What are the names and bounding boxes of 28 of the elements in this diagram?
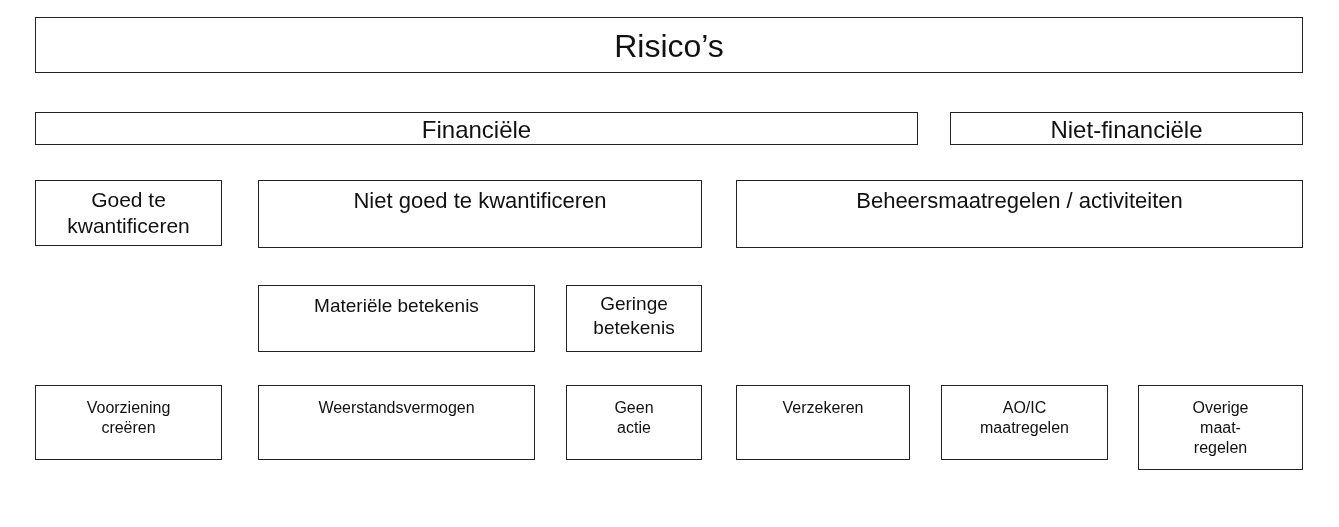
box-label: Geringe betekenis [592, 292, 676, 340]
category-box [35, 17, 1303, 73]
category-box [1138, 385, 1303, 470]
category-box [566, 385, 702, 460]
category-box [941, 385, 1108, 460]
category-box [736, 180, 1303, 248]
box-label: Niet goed te kwantificeren [353, 187, 607, 215]
box-label: Weerstandsvermogen [318, 398, 475, 418]
category-box [950, 112, 1303, 145]
box-label: Risico’s [614, 27, 724, 66]
box-label: Materiële betekenis [314, 294, 479, 318]
category-box [35, 385, 222, 460]
box-label: Overige maat- regelen [1191, 398, 1250, 458]
category-box [258, 180, 702, 248]
category-box [258, 285, 535, 352]
box-label: Beheersmaatregelen / activiteiten [856, 187, 1183, 215]
category-box [566, 285, 702, 352]
box-label: Financiële [421, 115, 532, 145]
box-label: Geen actie [613, 398, 655, 438]
box-label: Voorziening creëren [85, 398, 172, 438]
category-box [736, 385, 910, 460]
category-box [35, 180, 222, 246]
box-label: Verzekeren [782, 398, 864, 418]
box-label: Goed te kwantificeren [66, 187, 191, 240]
box-label: AO/IC maatregelen [979, 398, 1070, 438]
category-box [35, 112, 918, 145]
category-box [258, 385, 535, 460]
box-label: Niet-financiële [1050, 115, 1203, 145]
